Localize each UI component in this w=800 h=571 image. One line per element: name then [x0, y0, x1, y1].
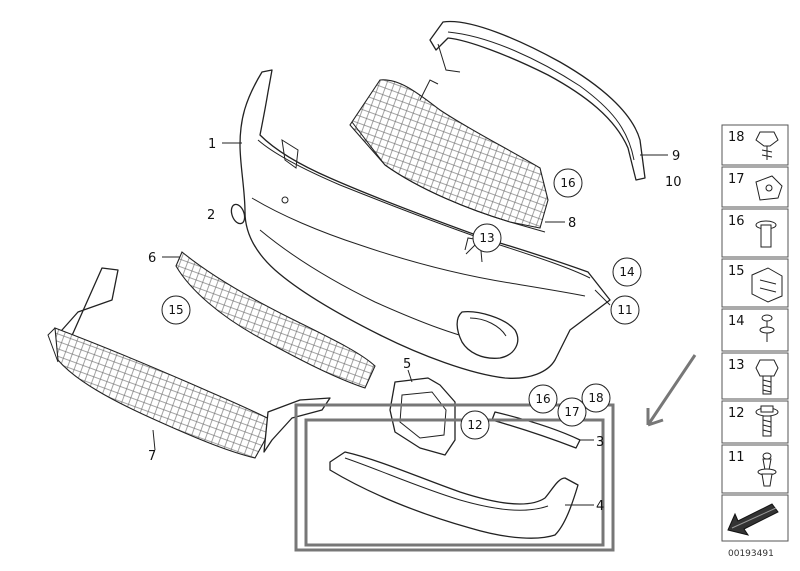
sidebar-number-17: 17 [728, 172, 745, 187]
pointer-arrow-icon [646, 354, 697, 427]
callout-11: 11 [617, 303, 632, 317]
callout-2: 2 [207, 208, 215, 223]
fastener-sidebar: 18 17 16 15 14 [721, 124, 789, 542]
sidebar-number-11: 11 [728, 450, 745, 465]
navigation-arrow-icon [727, 503, 779, 536]
callout-3: 3 [596, 435, 604, 450]
screw-icon [759, 314, 775, 342]
callout-18: 18 [588, 391, 603, 405]
callout-9: 9 [672, 149, 680, 164]
bumper-cover [239, 69, 611, 379]
callout-4: 4 [596, 499, 604, 514]
callout-10: 10 [665, 175, 682, 190]
callout-16-lower: 16 [535, 392, 550, 406]
callout-1: 1 [208, 137, 216, 152]
flange-screw-icon [755, 405, 779, 437]
bracket-clip-icon [751, 267, 783, 303]
lower-spoiler-lip [329, 451, 579, 539]
callout-8: 8 [568, 216, 576, 231]
callout-14: 14 [619, 265, 634, 279]
upper-trim-strip [429, 20, 646, 181]
callout-12: 12 [467, 418, 482, 432]
callout-6: 6 [148, 251, 156, 266]
callout-17: 17 [564, 405, 579, 419]
highlight-box [294, 403, 615, 552]
lower-carrier [47, 267, 331, 459]
clip-nut-icon [755, 131, 779, 160]
callout-16-upper: 16 [560, 176, 575, 190]
sidebar-number-16: 16 [728, 214, 745, 229]
callout-5: 5 [403, 357, 411, 372]
hex-screw-icon [755, 359, 779, 395]
callout-15: 15 [168, 303, 183, 317]
sidebar-number-18: 18 [728, 130, 745, 145]
callout-13: 13 [479, 231, 494, 245]
diagram-id: 00193491 [728, 549, 774, 559]
fog-light-bracket [389, 377, 456, 456]
spring-nut-icon [755, 175, 783, 201]
expanding-rivet-icon [755, 220, 777, 248]
sidebar-number-12: 12 [728, 406, 745, 421]
upper-grille [349, 79, 549, 233]
sidebar-number-13: 13 [728, 358, 745, 373]
sidebar-number-15: 15 [728, 264, 745, 279]
callout-7: 7 [148, 449, 156, 464]
lower-mesh-grille [175, 251, 376, 389]
push-rivet-icon [757, 452, 777, 487]
sidebar-number-14: 14 [728, 314, 745, 329]
clip-part-2 [230, 203, 246, 225]
